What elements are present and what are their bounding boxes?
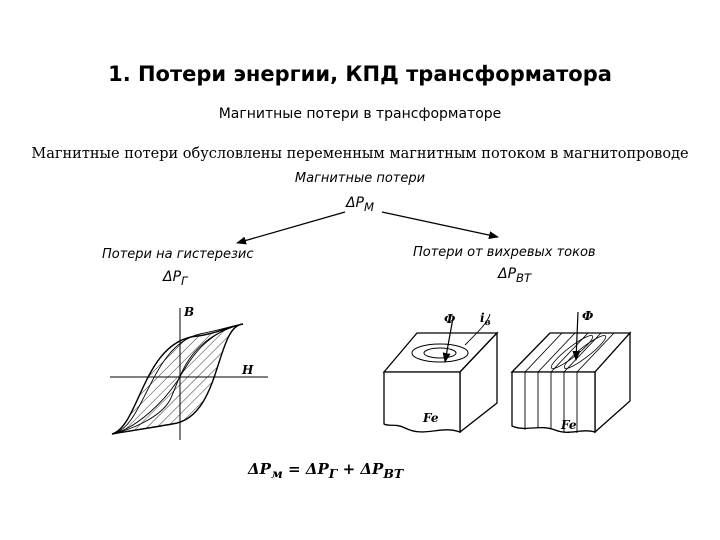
eddy-losses-symbol: ΔРВТ: [498, 266, 532, 285]
arrow-to-hysteresis: [236, 211, 346, 245]
eddy-losses-label: Потери от вихревых токов: [413, 245, 596, 260]
fe-label-left: Fe: [422, 411, 439, 425]
b-axis-label: B: [183, 305, 194, 319]
eddy-current-label: iв: [480, 311, 491, 328]
section-subtitle: Магнитные потери в трансформаторе: [218, 106, 502, 122]
flux-label-left: Ф: [444, 312, 455, 326]
arrow-to-eddy: [381, 211, 499, 240]
h-axis-label: H: [241, 363, 254, 377]
hysteresis-losses-symbol: ΔРГ: [163, 269, 188, 288]
fe-label-right: Fe: [560, 418, 577, 432]
magnetic-losses-label: Магнитные потери: [294, 171, 426, 186]
magnetic-losses-symbol: ΔРМ: [345, 195, 375, 214]
description-text: Магнитные потери обусловлены переменным …: [31, 146, 689, 162]
flux-label-right: Ф: [582, 309, 593, 323]
hysteresis-losses-label: Потери на гистерезис: [102, 247, 254, 262]
hysteresis-loop: B H: [110, 305, 268, 440]
solid-core-block: Ф iв Fe: [382, 311, 499, 434]
laminated-core-block: Ф Fe: [510, 309, 632, 434]
page-title: 1. Потери энергии, КПД трансформатора: [108, 62, 612, 86]
loss-formula: ΔРм = ΔРГ + ΔРВТ: [248, 460, 404, 481]
